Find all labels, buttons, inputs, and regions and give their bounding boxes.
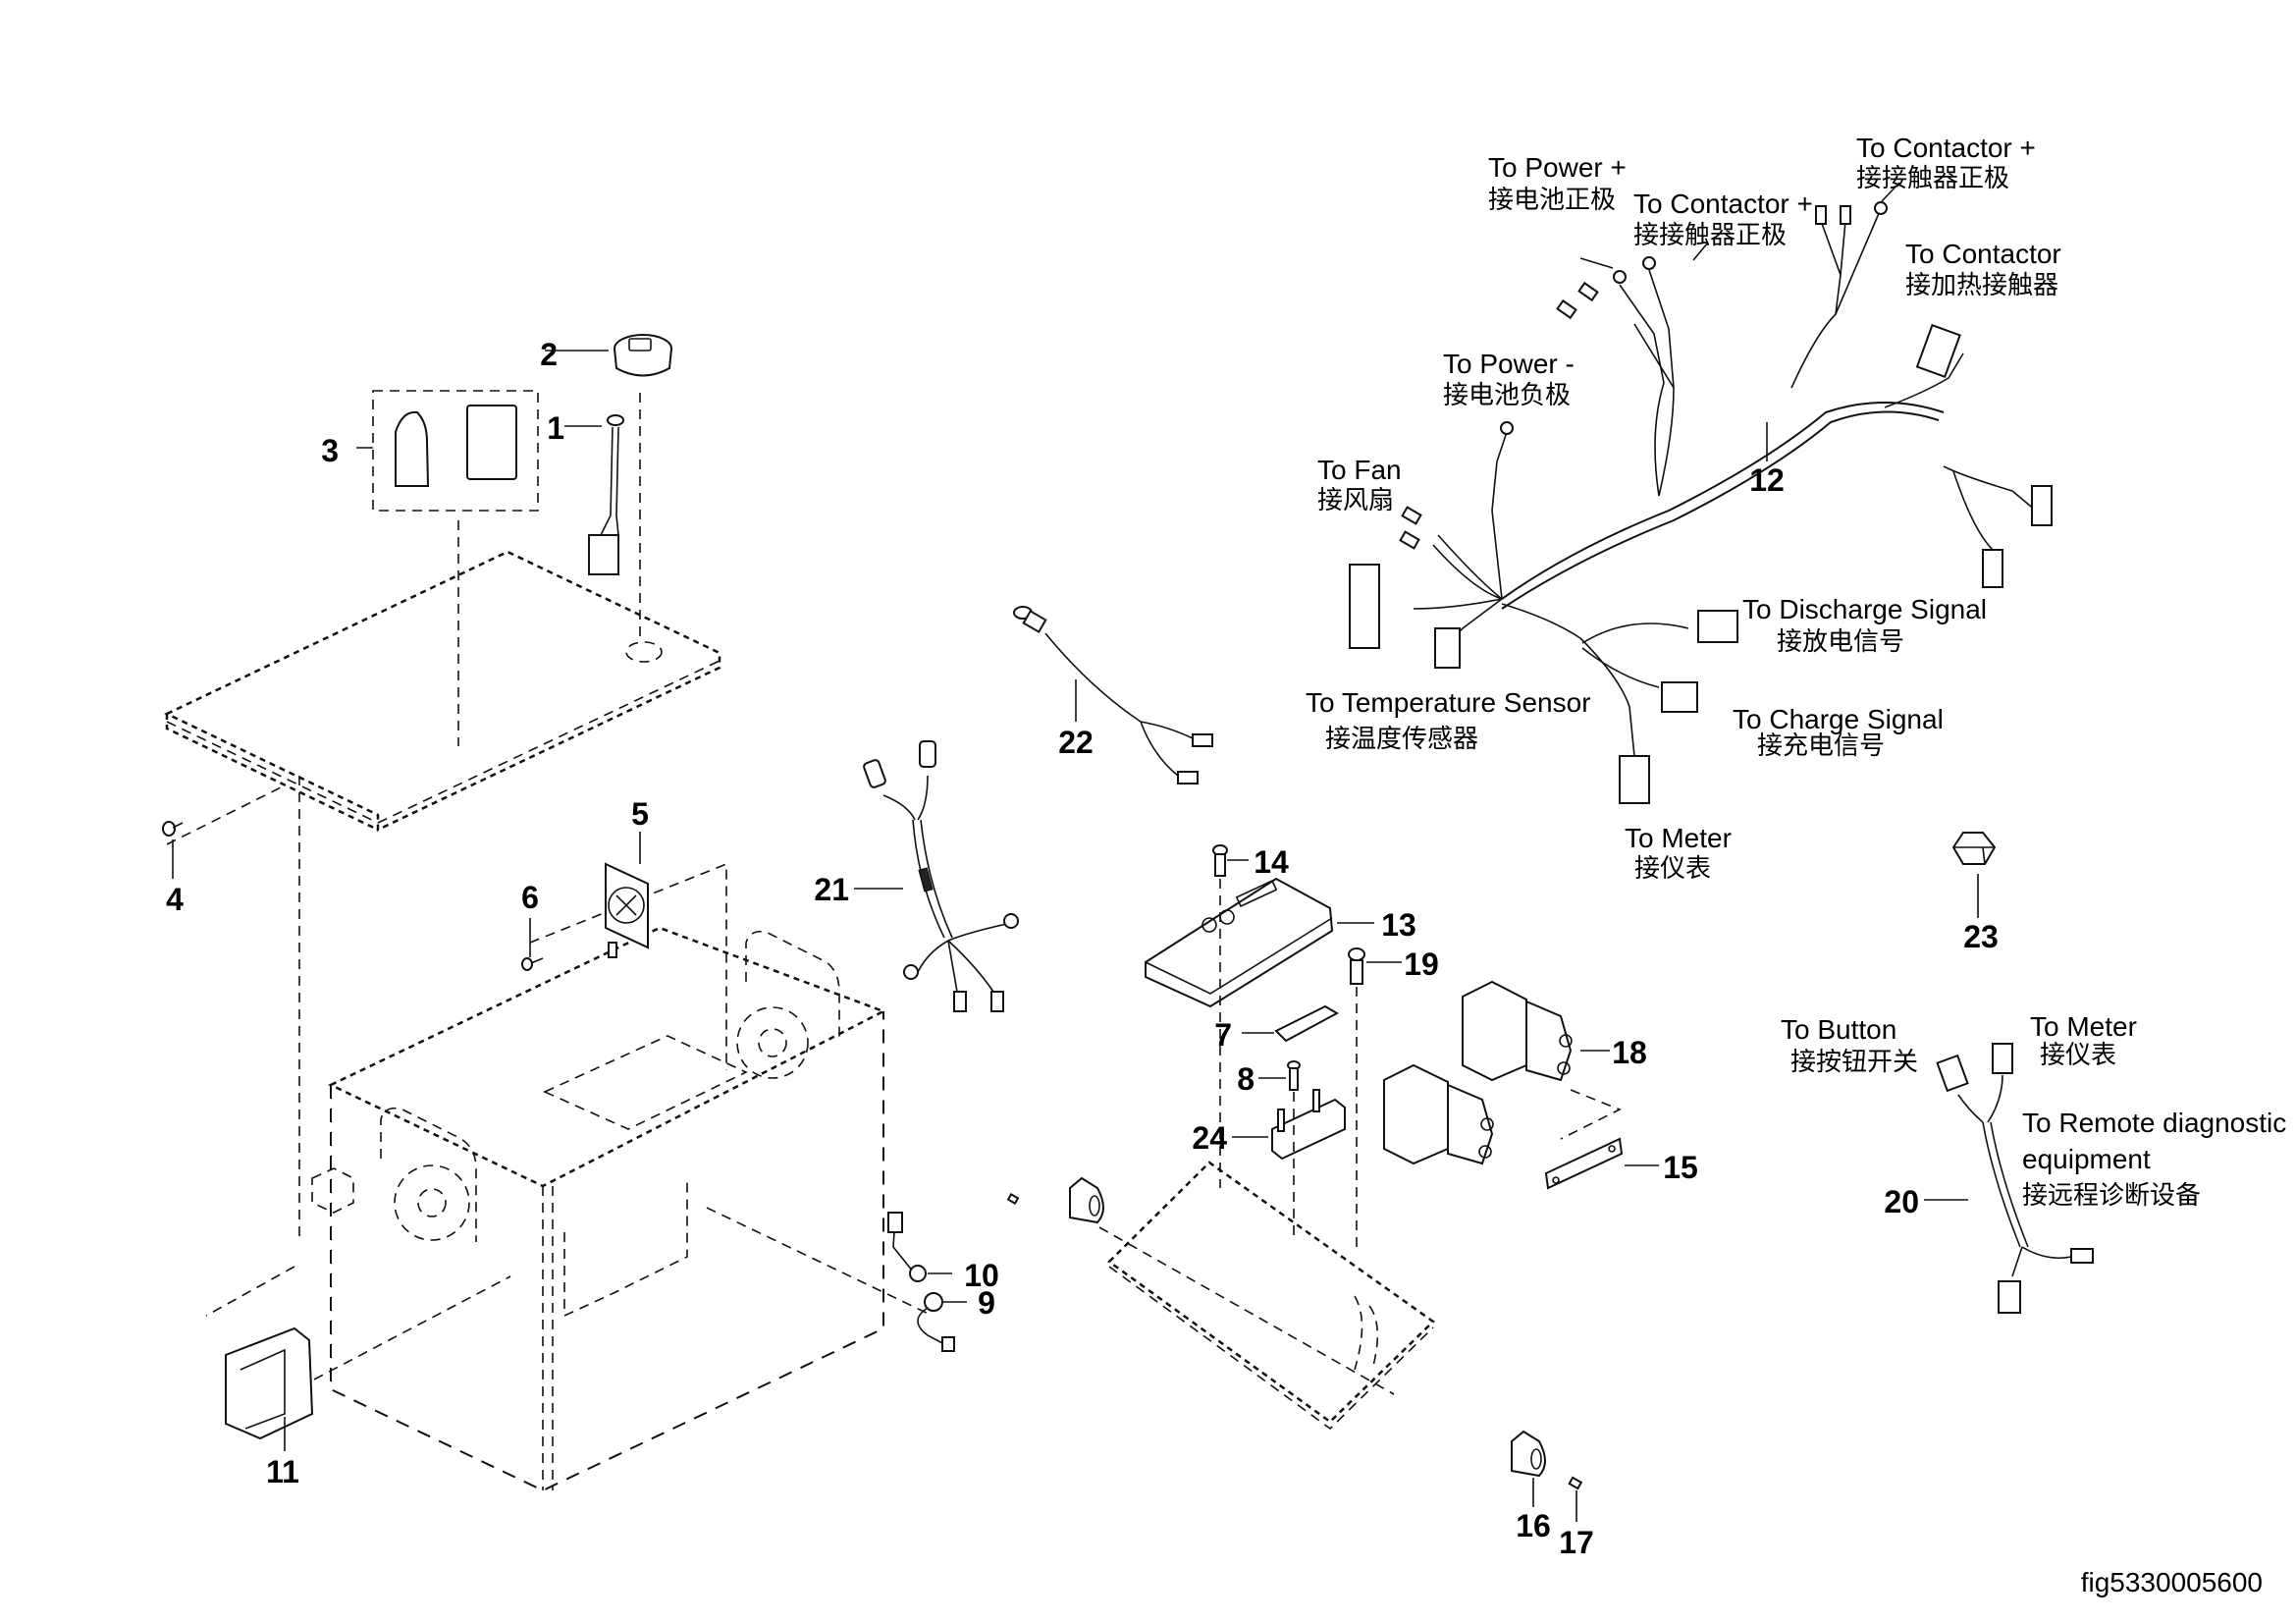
callout-1: 1 <box>547 410 564 446</box>
part-13-controller <box>1145 877 1374 1008</box>
callout-23: 23 <box>1963 919 1999 954</box>
svg-text:接远程诊断设备: 接远程诊断设备 <box>2022 1181 2201 1211</box>
callout-24: 24 <box>1192 1120 1227 1156</box>
part-10-sensor <box>887 1212 952 1282</box>
part-11-charging-socket <box>225 1326 314 1451</box>
svg-text:To Contactor: To Contactor <box>1905 239 2061 269</box>
label-meter: To Meter 接仪表 <box>1625 823 1732 884</box>
callout-15: 15 <box>1663 1150 1698 1185</box>
svg-text:To Remote diagnostic: To Remote diagnostic <box>2022 1108 2286 1138</box>
label-power-neg: To Power - 接电池负极 <box>1443 349 1575 410</box>
svg-text:To Power -: To Power - <box>1443 349 1575 379</box>
base-plate <box>1098 1161 1435 1431</box>
label-button: To Button 接按钮开关 <box>1781 1014 1918 1077</box>
callout-6: 6 <box>521 880 539 915</box>
fan-grille-right <box>736 1006 809 1079</box>
callout-12: 12 <box>1749 462 1785 498</box>
svg-text:接仪表: 接仪表 <box>2040 1041 2116 1070</box>
callout-20: 20 <box>1884 1184 1919 1219</box>
lid-plate <box>164 550 721 832</box>
svg-text:equipment: equipment <box>2022 1144 2151 1174</box>
svg-text:To Button: To Button <box>1781 1014 1896 1045</box>
svg-text:To Contactor +: To Contactor + <box>1856 133 2036 163</box>
part-21-harness <box>854 740 1019 1012</box>
svg-text:接风扇: 接风扇 <box>1317 486 1394 515</box>
battery-box-assembly <box>164 393 934 1492</box>
label-contactor-pos-2: To Contactor + 接接触器正极 <box>1856 133 2036 193</box>
part-20-harness <box>1924 1043 2094 1314</box>
part-3-button-set <box>356 390 539 512</box>
svg-text:接电池正极: 接电池正极 <box>1488 186 1616 215</box>
part-14-screw <box>1212 844 1249 877</box>
part-18-contactor-second <box>1383 1063 1494 1165</box>
svg-text:To Meter: To Meter <box>1625 823 1732 853</box>
callout-3: 3 <box>321 433 339 468</box>
part-1-cable <box>564 414 624 575</box>
svg-text:接按钮开关: 接按钮开关 <box>1790 1048 1918 1077</box>
svg-text:接接触器正极: 接接触器正极 <box>1633 221 1787 250</box>
callout-13: 13 <box>1381 907 1416 943</box>
callout-18: 18 <box>1612 1035 1647 1070</box>
callout-2: 2 <box>540 337 558 372</box>
svg-text:接放电信号: 接放电信号 <box>1777 627 1904 657</box>
callout-11: 11 <box>266 1454 299 1489</box>
svg-text:接电池负极: 接电池负极 <box>1443 381 1571 410</box>
box-body <box>311 926 887 1492</box>
fan-grille-left <box>394 1164 470 1241</box>
callout-7: 7 <box>1214 1017 1232 1053</box>
svg-text:接接触器正极: 接接触器正极 <box>1856 164 2009 193</box>
svg-text:To Discharge Signal: To Discharge Signal <box>1742 594 1987 624</box>
svg-text:To Contactor +: To Contactor + <box>1633 189 1813 219</box>
label-contactor-heat: To Contactor 接加热接触器 <box>1905 239 2061 300</box>
svg-text:To Fan: To Fan <box>1317 455 1402 485</box>
callout-21: 21 <box>814 872 849 907</box>
callout-4: 4 <box>166 882 184 917</box>
svg-text:接仪表: 接仪表 <box>1634 854 1711 884</box>
svg-text:To Power +: To Power + <box>1488 152 1627 183</box>
part-4-screw <box>162 821 184 879</box>
part-7-fuse <box>1242 1004 1340 1043</box>
part-5-fan <box>605 832 649 958</box>
label-meter-20: To Meter 接仪表 <box>2030 1011 2137 1070</box>
part-9-sensor <box>917 1292 967 1352</box>
label-fan: To Fan 接风扇 <box>1317 455 1402 515</box>
callout-16: 16 <box>1516 1508 1551 1543</box>
callout-19: 19 <box>1404 947 1439 982</box>
callout-17: 17 <box>1559 1525 1594 1560</box>
part-23-relay <box>1951 832 1997 918</box>
part-22-harness <box>1013 606 1213 784</box>
callout-14: 14 <box>1254 844 1289 880</box>
svg-text:接温度传感器: 接温度传感器 <box>1325 725 1478 754</box>
callout-8: 8 <box>1237 1061 1255 1097</box>
figure-id: fig5330005600 <box>2081 1567 2263 1597</box>
part-15-busbar <box>1544 1089 1659 1190</box>
connector-24pin <box>1349 564 1380 649</box>
label-remote-diag: To Remote diagnostic equipment 接远程诊断设备 <box>2022 1108 2286 1211</box>
part-8-screw <box>1258 1060 1301 1091</box>
part-19-screw <box>1348 947 1402 1247</box>
svg-text:To Charge Signal: To Charge Signal <box>1733 704 1944 734</box>
part-12-main-harness <box>1349 182 2053 804</box>
callout-5: 5 <box>631 796 649 832</box>
label-power-pos: To Power + 接电池正极 <box>1488 152 1627 215</box>
current-sensor-upper <box>1006 1176 1104 1224</box>
callout-10: 10 <box>964 1258 999 1293</box>
part-17-pin <box>1568 1476 1583 1522</box>
svg-text:接加热接触器: 接加热接触器 <box>1905 271 2058 300</box>
part-6-screw <box>521 918 544 971</box>
callout-22: 22 <box>1058 725 1094 760</box>
part-16-current-sensor <box>1511 1430 1546 1507</box>
callout-9: 9 <box>978 1285 995 1321</box>
label-discharge-signal: To Discharge Signal 接放电信号 <box>1742 594 1987 657</box>
svg-text:To Meter: To Meter <box>2030 1011 2137 1042</box>
part-2-gauge <box>545 334 672 377</box>
part-18-contactor <box>1462 980 1610 1082</box>
label-charge-signal: To Charge Signal 接充电信号 <box>1733 704 1944 761</box>
label-contactor-pos-1: To Contactor + 接接触器正极 <box>1633 189 1813 250</box>
label-temperature-sensor: To Temperature Sensor 接温度传感器 <box>1306 687 1591 754</box>
part-24-fuse-holder <box>1219 879 1346 1237</box>
svg-text:To Temperature Sensor: To Temperature Sensor <box>1306 687 1591 718</box>
svg-text:接充电信号: 接充电信号 <box>1757 731 1885 761</box>
